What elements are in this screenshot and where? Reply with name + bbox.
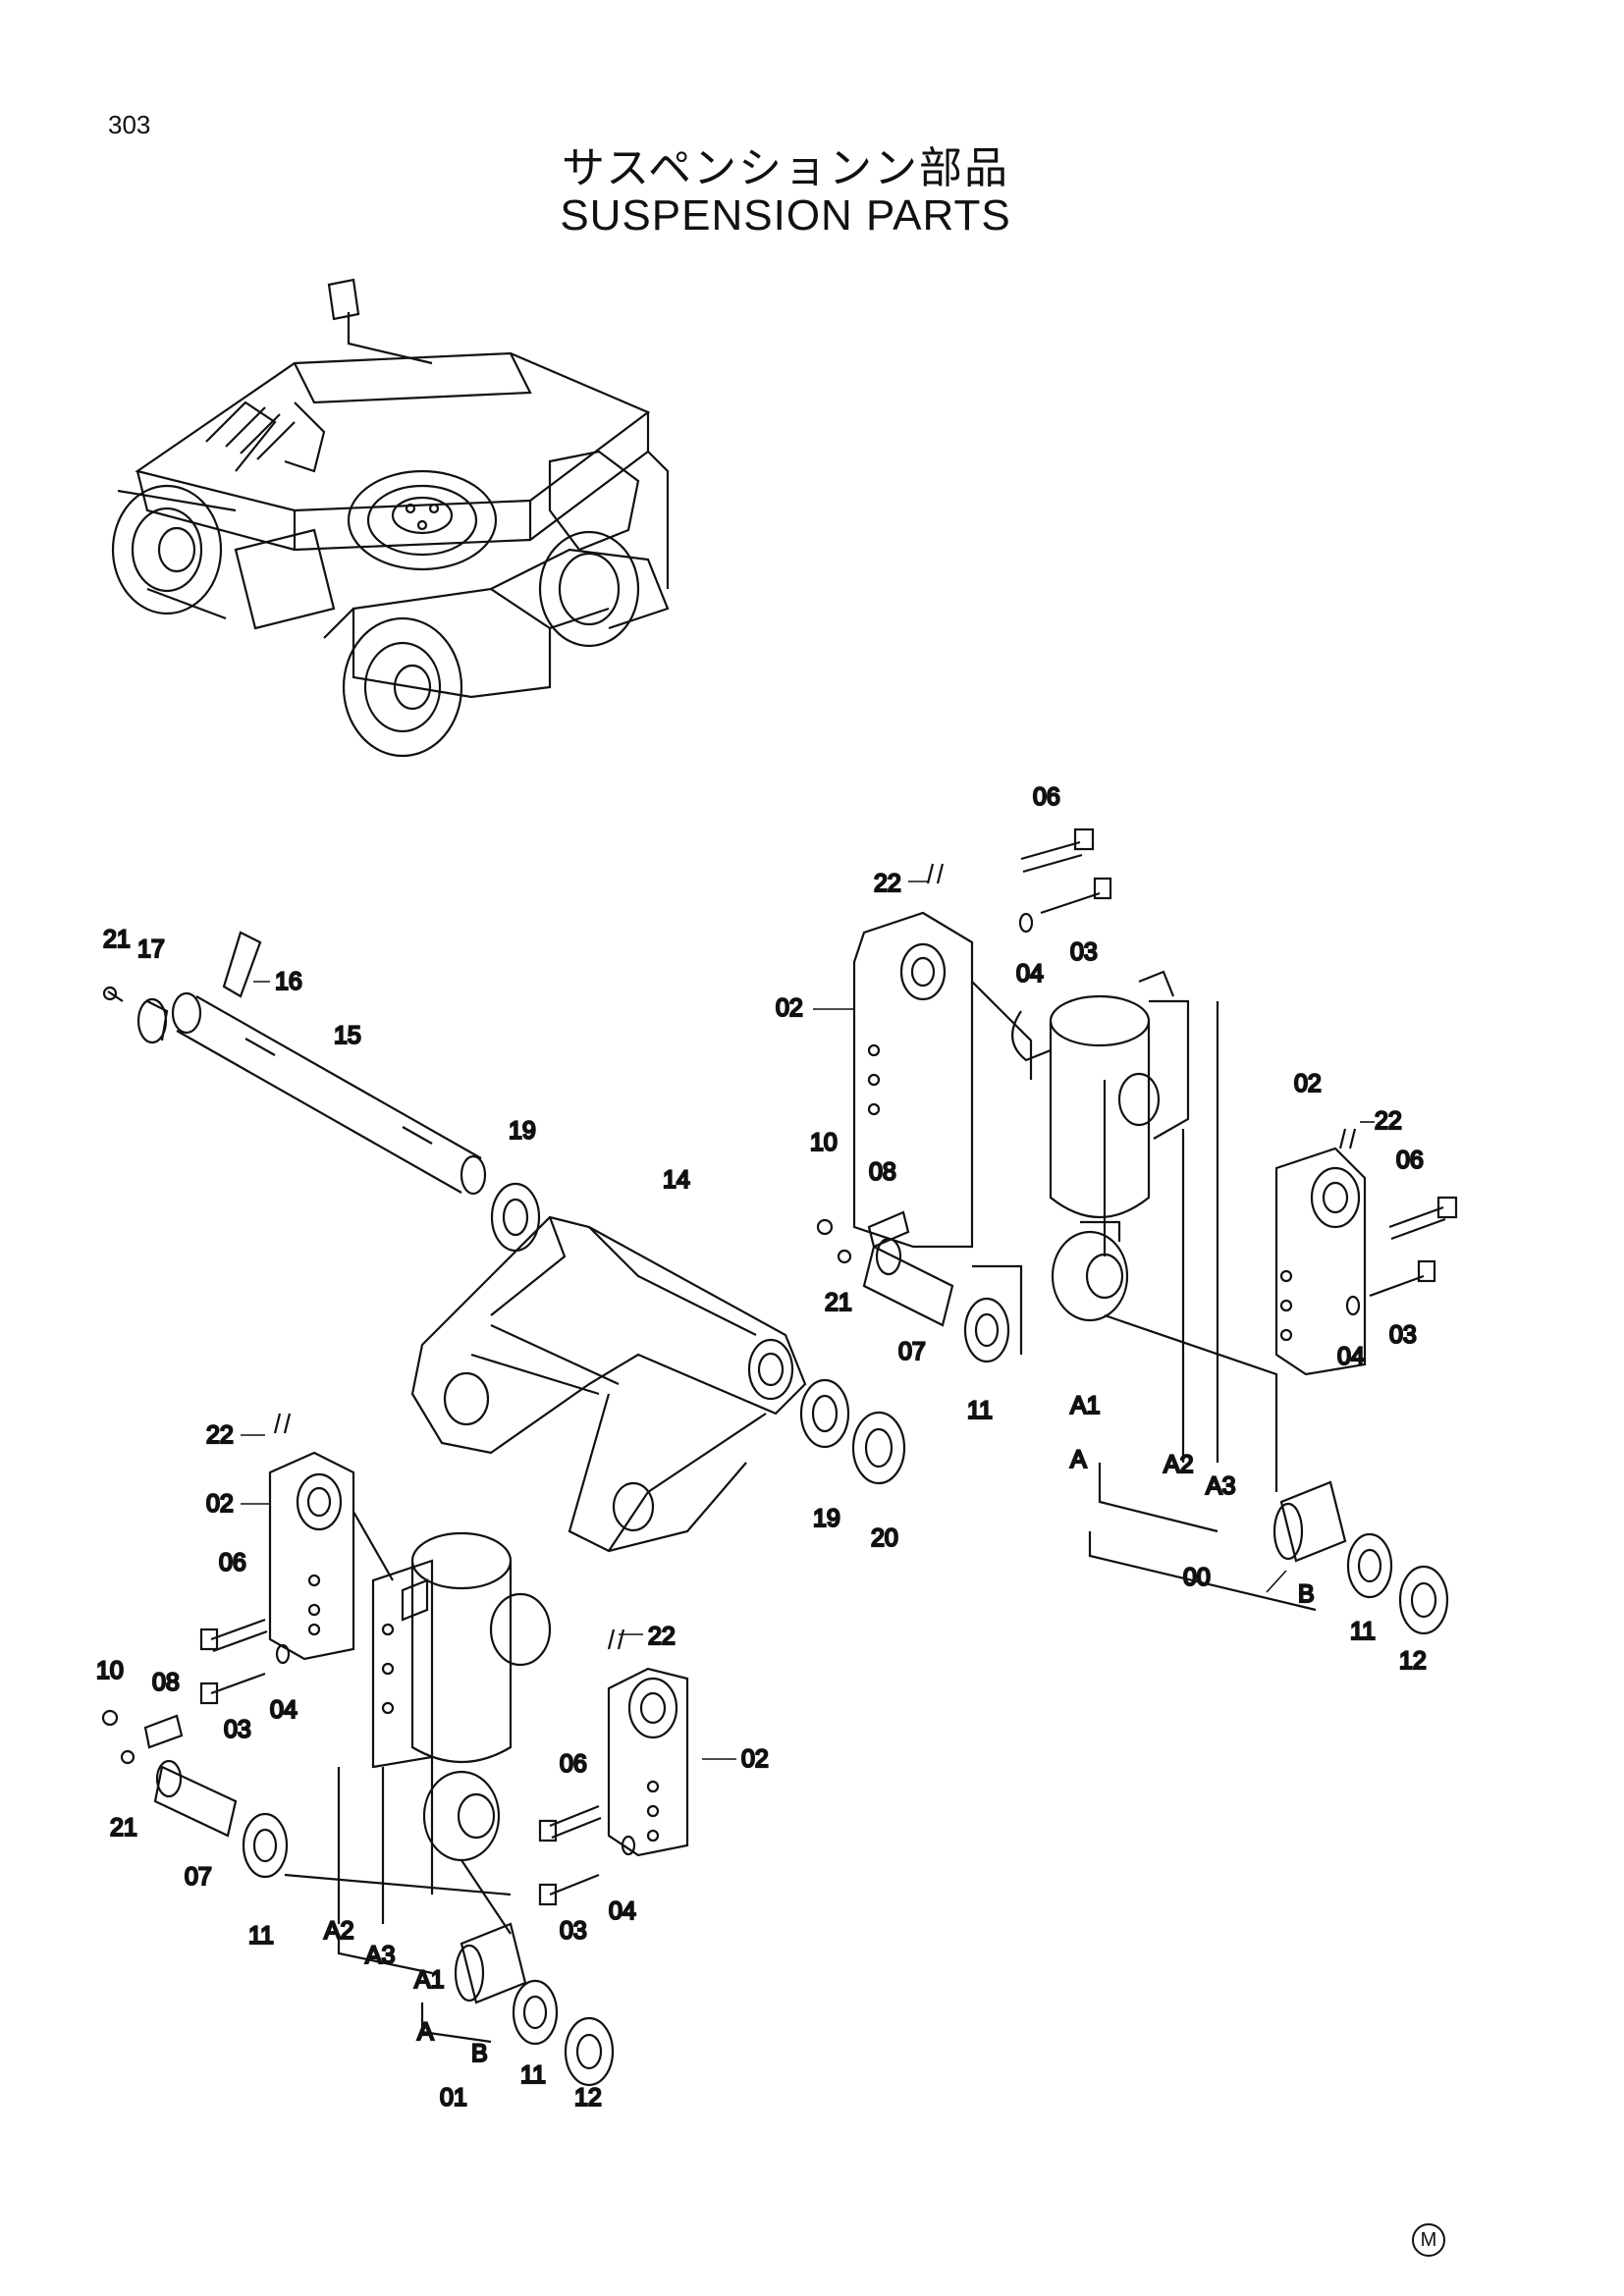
label-04: 04 xyxy=(609,1897,636,1925)
label-06: 06 xyxy=(1396,1147,1424,1174)
label-04: 04 xyxy=(270,1696,298,1724)
label-A: A xyxy=(1070,1446,1087,1473)
label-06: 06 xyxy=(560,1750,587,1778)
label-12: 12 xyxy=(1399,1647,1427,1675)
pin-shaft-group xyxy=(102,931,541,1253)
swing-frame xyxy=(410,1215,807,1553)
label-06: 06 xyxy=(219,1549,246,1576)
label-02: 02 xyxy=(1294,1070,1322,1097)
label-15: 15 xyxy=(334,1022,361,1049)
label-03: 03 xyxy=(224,1716,251,1743)
label-21: 21 xyxy=(103,926,131,953)
label-03: 03 xyxy=(1389,1321,1417,1349)
label-00: 00 xyxy=(1183,1564,1211,1591)
label-19: 19 xyxy=(813,1505,840,1532)
label-06: 06 xyxy=(1033,783,1060,811)
title-english: SUSPENSION PARTS xyxy=(560,191,1011,240)
title-japanese: サスペンションン部品 xyxy=(561,143,1010,193)
label-A2: A2 xyxy=(1164,1451,1194,1478)
callout-leaders xyxy=(241,881,1375,1760)
label-14: 14 xyxy=(663,1166,690,1194)
label-08: 08 xyxy=(869,1158,896,1186)
cylinder-assembly-lower xyxy=(101,1413,689,2087)
label-A: A xyxy=(417,2018,434,2046)
label-07: 07 xyxy=(185,1863,212,1891)
label-11: 11 xyxy=(967,1397,993,1424)
label-19: 19 xyxy=(509,1117,536,1145)
label-12: 12 xyxy=(574,2084,602,2111)
label-02: 02 xyxy=(741,1745,769,1773)
label-10: 10 xyxy=(810,1129,838,1156)
label-A1: A1 xyxy=(1070,1392,1101,1419)
label-03: 03 xyxy=(560,1917,587,1945)
label-A3: A3 xyxy=(1206,1472,1236,1500)
label-A3: A3 xyxy=(365,1942,396,1969)
label-02: 02 xyxy=(206,1490,234,1518)
label-A1: A1 xyxy=(414,1966,445,1994)
manufacturer-mark: M xyxy=(1412,2223,1445,2257)
label-07: 07 xyxy=(898,1338,926,1365)
cylinder-assembly-upper xyxy=(816,828,1458,1635)
label-B: B xyxy=(1298,1580,1315,1608)
label-20: 20 xyxy=(871,1524,898,1552)
washer-group-center xyxy=(799,1378,906,1485)
label-A2: A2 xyxy=(324,1917,354,1945)
label-11: 11 xyxy=(520,2061,546,2089)
label-B: B xyxy=(471,2040,488,2067)
part-labels: 21 17 16 15 19 14 19 20 06 22 04 03 02 1… xyxy=(95,782,1428,2112)
label-04: 04 xyxy=(1016,960,1044,988)
label-22: 22 xyxy=(206,1421,234,1449)
label-22: 22 xyxy=(874,870,901,897)
label-21: 21 xyxy=(825,1289,852,1316)
label-17: 17 xyxy=(137,935,165,963)
page-number: 303 xyxy=(108,110,151,139)
label-22: 22 xyxy=(1375,1107,1402,1135)
label-10: 10 xyxy=(96,1657,124,1684)
vehicle-overview-illustration xyxy=(111,278,670,758)
label-16: 16 xyxy=(275,968,302,995)
label-11: 11 xyxy=(248,1922,274,1949)
label-21: 21 xyxy=(110,1814,137,1842)
label-03: 03 xyxy=(1070,938,1098,966)
label-01: 01 xyxy=(440,2084,467,2111)
label-08: 08 xyxy=(152,1669,180,1696)
label-11: 11 xyxy=(1350,1618,1376,1645)
label-22: 22 xyxy=(648,1623,676,1650)
label-02: 02 xyxy=(776,994,803,1022)
label-04: 04 xyxy=(1337,1343,1365,1370)
